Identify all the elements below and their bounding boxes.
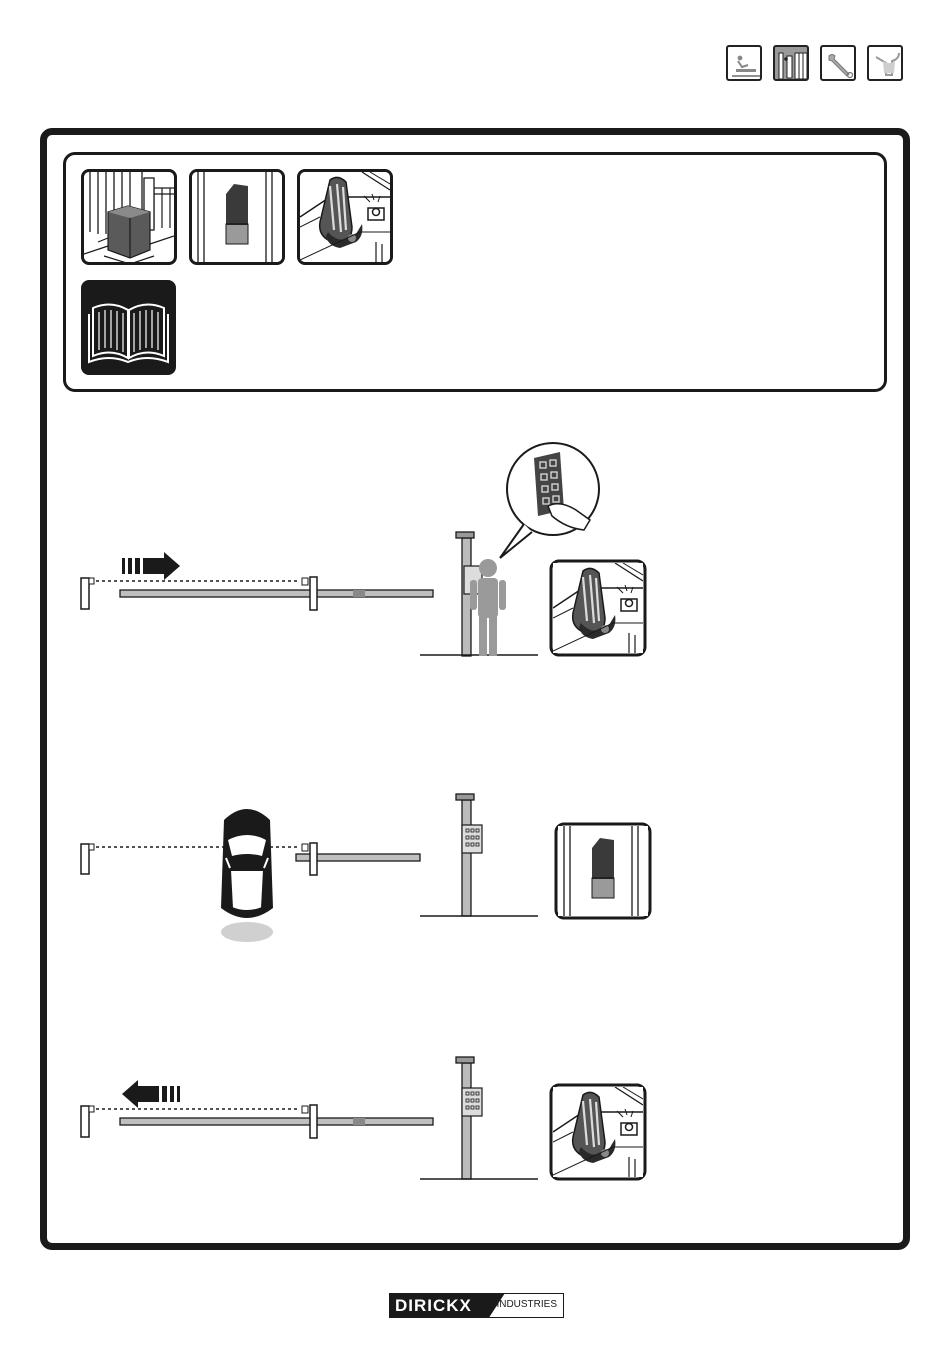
gate-operator-icon — [81, 169, 177, 265]
maintenance-icon[interactable] — [820, 45, 856, 81]
troubleshooting-icon[interactable] — [867, 45, 903, 81]
manual-section-tabs — [726, 45, 906, 83]
open-book-icon — [81, 280, 176, 375]
components-panel — [63, 152, 887, 392]
warning-light-icon — [189, 169, 285, 265]
installation-icon[interactable] — [726, 45, 762, 81]
control-unit-icon — [297, 169, 393, 265]
brand-name: DIRICKX — [389, 1293, 505, 1318]
brand-logo: INDUSTRIES DIRICKX — [389, 1293, 564, 1318]
operation-icon[interactable] — [773, 45, 809, 81]
